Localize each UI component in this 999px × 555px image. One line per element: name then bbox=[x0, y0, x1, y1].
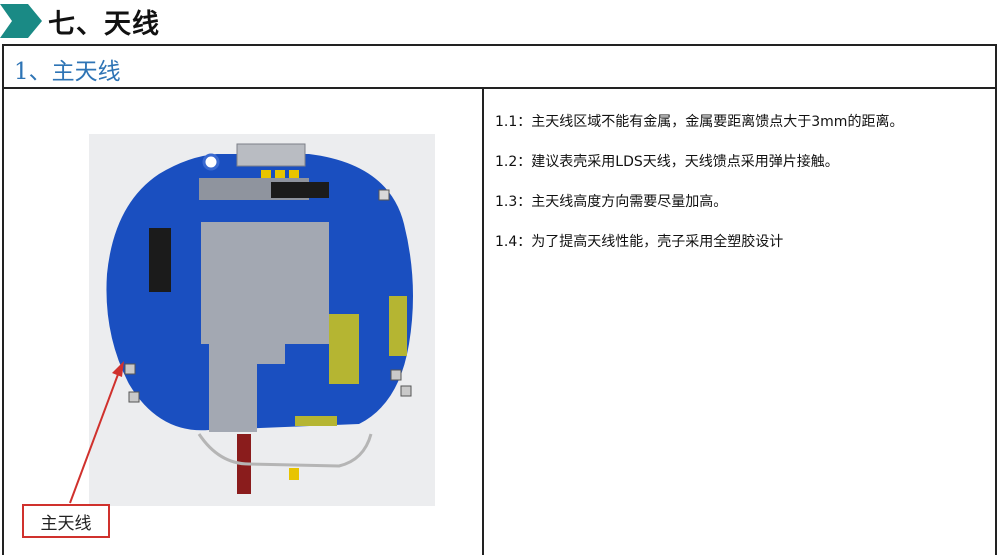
note-1-2: 1.2：建议表壳采用LDS天线，天线馈点采用弹片接触。 bbox=[495, 154, 839, 170]
section-title: 七、天线 bbox=[48, 9, 160, 40]
content-table: 1、主天线 bbox=[2, 44, 997, 555]
chevron-icon bbox=[0, 4, 42, 38]
note-1-3: 1.3：主天线高度方向需要尽量加高。 bbox=[495, 194, 728, 210]
section-header: 七、天线 bbox=[0, 0, 999, 44]
note-1-1: 1.1：主天线区域不能有金属，金属要距离馈点大于3mm的距离。 bbox=[495, 114, 904, 130]
figure-cell: 主天线 bbox=[4, 89, 484, 555]
notes-cell: 1.1：主天线区域不能有金属，金属要距离馈点大于3mm的距离。 1.2：建议表壳… bbox=[484, 89, 995, 555]
note-1-4: 1.4：为了提高天线性能，壳子采用全塑胶设计 bbox=[495, 234, 784, 250]
pcb-figure bbox=[89, 134, 435, 506]
pcb-board-illustration bbox=[106, 143, 413, 494]
subsection-title: 1、主天线 bbox=[14, 59, 121, 85]
main-antenna-callout: 主天线 bbox=[22, 504, 110, 538]
table-title-row: 1、主天线 bbox=[4, 46, 995, 89]
